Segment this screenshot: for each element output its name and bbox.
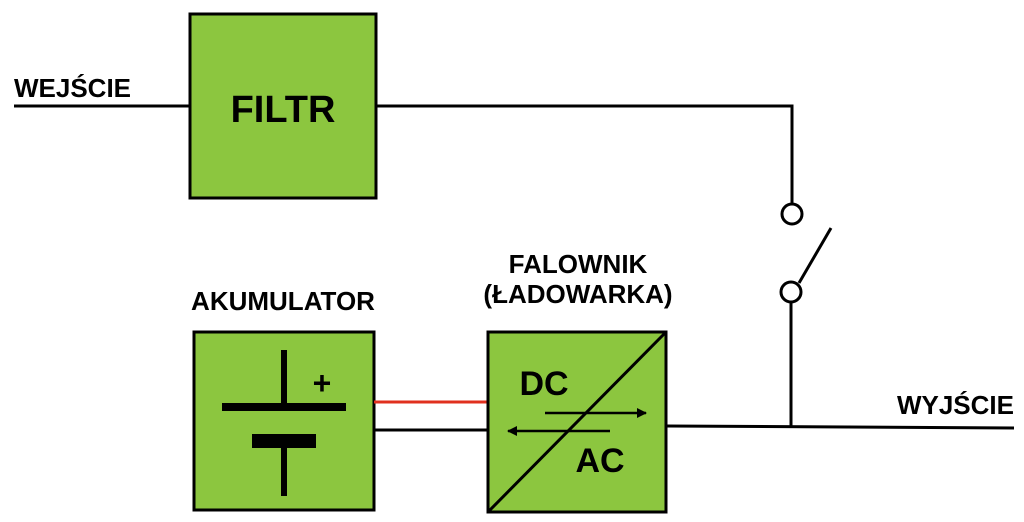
input-label: WEJŚCIE — [14, 73, 131, 103]
battery-positive-plate — [222, 403, 346, 411]
switch-contact-bottom — [779, 280, 803, 304]
inverter-diagonal — [486, 330, 668, 514]
filter-label: FILTR — [231, 89, 336, 131]
battery-negative-plate — [252, 434, 316, 448]
switch-lever — [797, 227, 833, 284]
battery-plus-sign: + — [313, 365, 332, 401]
switch-contact-top — [780, 202, 804, 226]
inverter-dc-label: DC — [519, 365, 568, 403]
inverter-label-line1: FALOWNIK — [509, 249, 648, 279]
output-label: WYJŚCIE — [897, 390, 1014, 420]
output-wire — [666, 424, 1015, 430]
bypass-wire — [376, 104, 794, 204]
inverter-ac-label: AC — [575, 442, 624, 480]
battery-label: AKUMULATOR — [191, 286, 375, 316]
inverter-label-line2: (ŁADOWARKA) — [483, 279, 672, 309]
